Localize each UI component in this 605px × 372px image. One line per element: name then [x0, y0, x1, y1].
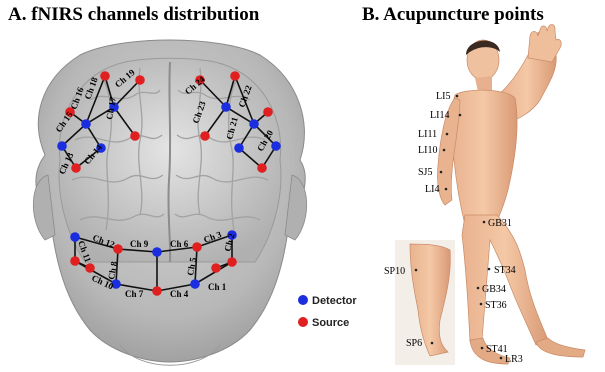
detector-optode	[57, 141, 67, 151]
body-illustration	[395, 24, 585, 365]
detector-optode	[190, 279, 200, 289]
acupoint-label-li10: LI10	[418, 145, 437, 156]
acupoint-li4	[445, 188, 448, 191]
acupoint-label-lr3: LR3	[505, 354, 523, 365]
detector-optode	[249, 119, 259, 129]
acupoint-li10	[443, 149, 446, 152]
source-optode	[71, 163, 81, 173]
acupoint-li11	[446, 133, 449, 136]
acupoint-label-li5: LI5	[436, 91, 450, 102]
source-optode	[85, 263, 95, 273]
acupoint-st34	[488, 268, 491, 271]
source-optode	[130, 131, 140, 141]
acupoint-label-sj5: SJ5	[418, 167, 432, 178]
source-optode	[192, 242, 202, 252]
source-optode	[135, 75, 145, 85]
acupoint-label-li4: LI4	[425, 184, 439, 195]
acupoint-label-sp10: SP10	[384, 266, 405, 277]
legend-detector-label: Detector	[312, 295, 357, 307]
source-optode	[257, 163, 267, 173]
legend-source-marker	[298, 317, 308, 327]
source-optode	[200, 131, 210, 141]
source-optode	[211, 263, 221, 273]
acupoint-sp10	[415, 269, 418, 272]
acupoint-label-st34: ST34	[494, 265, 516, 276]
source-optode	[227, 257, 237, 267]
source-optode	[263, 107, 273, 117]
acupoint-st41	[481, 347, 484, 350]
detector-optode	[271, 141, 281, 151]
acupoint-sj5	[440, 171, 443, 174]
source-optode	[152, 286, 162, 296]
legend-detector-marker	[298, 295, 308, 305]
acupoint-li14	[459, 114, 462, 117]
detector-optode	[221, 102, 231, 112]
source-optode	[100, 71, 110, 81]
acupoint-label-li11: LI11	[418, 129, 437, 140]
legend-source-label: Source	[312, 317, 349, 329]
channel-label-ch9: Ch 9	[130, 239, 149, 249]
detector-optode	[70, 232, 80, 242]
acupoint-gb34	[477, 287, 480, 290]
acupoint-label-gb31: GB31	[488, 218, 512, 229]
acupoint-label-st36: ST36	[485, 300, 507, 311]
source-optode	[113, 244, 123, 254]
channel-label-ch7: Ch 7	[125, 289, 144, 299]
acupoint-st36	[480, 303, 483, 306]
acupoint-li5	[456, 95, 459, 98]
source-optode	[230, 71, 240, 81]
legend: Detector Source	[298, 295, 357, 329]
acupoint-label-sp6: SP6	[406, 338, 422, 349]
acupoint-gb31	[483, 221, 486, 224]
channel-label-ch6: Ch 6	[170, 239, 189, 249]
acupoint-label-li14: LI14	[430, 110, 449, 121]
acupoint-label-gb34: GB34	[482, 284, 506, 295]
detector-optode	[234, 143, 244, 153]
channel-label-ch1: Ch 1	[208, 282, 227, 292]
channel-label-ch4: Ch 4	[170, 289, 189, 299]
acupoint-lr3	[500, 357, 503, 360]
detector-optode	[81, 119, 91, 129]
acupoint-sp6	[431, 342, 434, 345]
detector-optode	[152, 247, 162, 257]
source-optode	[70, 256, 80, 266]
